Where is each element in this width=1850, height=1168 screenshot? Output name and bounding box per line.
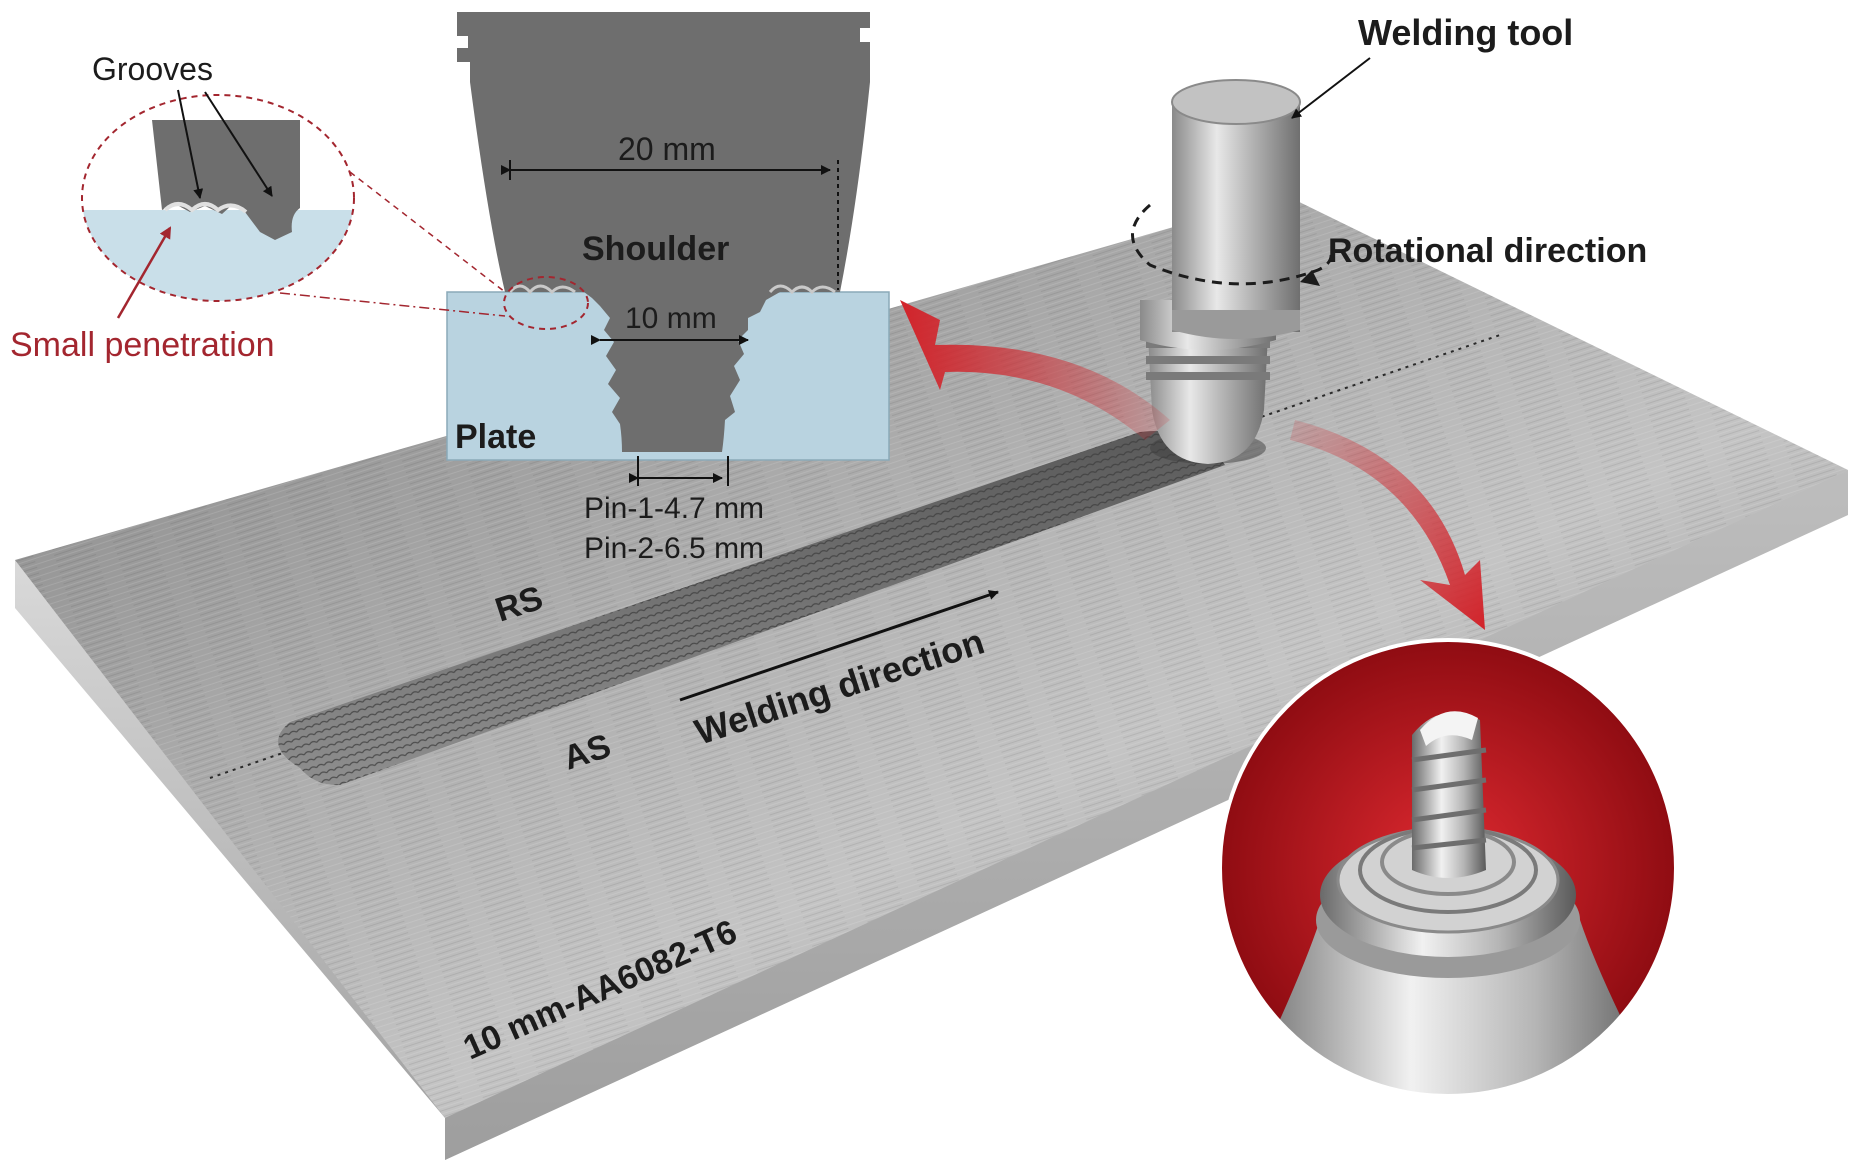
- label-pin-root-diameter: 10 mm: [625, 302, 717, 335]
- label-small-penetration: Small penetration: [10, 326, 275, 364]
- rotation-arrow-icon: [1131, 203, 1333, 286]
- weld-track: [278, 430, 1225, 786]
- red-arrow-to-section-icon: [900, 300, 1170, 440]
- label-grooves: Grooves: [92, 51, 213, 87]
- label-plate: Plate: [455, 418, 536, 456]
- red-arrow-to-photo-icon: [1290, 420, 1485, 630]
- label-shoulder-diameter: 20 mm: [618, 131, 716, 167]
- tool-cross-section: [446, 12, 890, 486]
- welding-direction-arrow: [679, 590, 999, 702]
- tool-section-shape: [457, 12, 870, 452]
- groove-highlight-ellipse: [503, 276, 589, 330]
- label-pin-2: Pin-2-6.5 mm: [584, 532, 764, 565]
- label-welding-tool: Welding tool: [1358, 12, 1573, 53]
- grooves-inset: [81, 89, 506, 319]
- aluminium-plate: [15, 195, 1848, 1160]
- label-shoulder: Shoulder: [582, 230, 729, 268]
- welding-tool-3d: [1131, 57, 1371, 464]
- welding-tool-pointer: [1291, 57, 1371, 119]
- label-rotational-direction: Rotational direction: [1328, 232, 1647, 270]
- tool-photo: [1218, 638, 1678, 1098]
- label-pin-1: Pin-1-4.7 mm: [584, 492, 764, 525]
